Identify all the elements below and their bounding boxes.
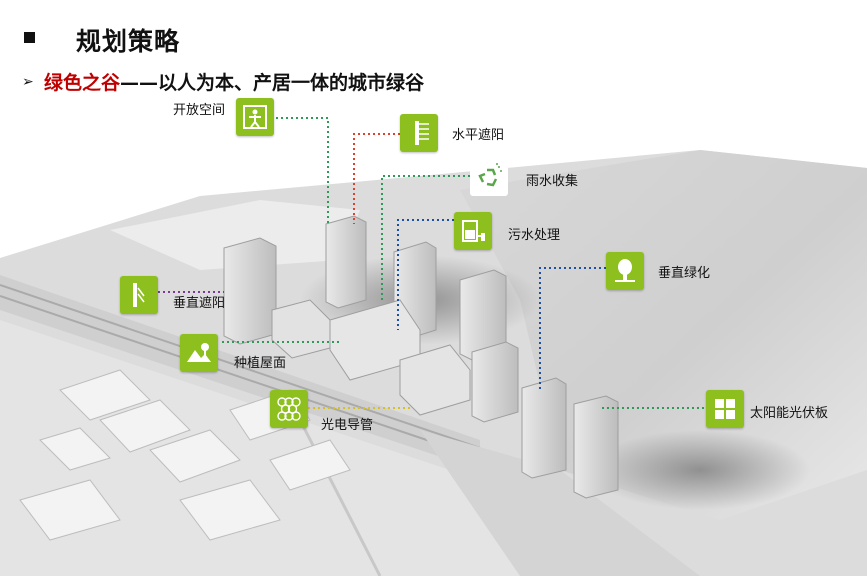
water-tank-icon	[454, 212, 492, 250]
page-title: 规划策略	[76, 27, 181, 56]
tree-icon	[606, 252, 644, 290]
horizontal-shading-label: 水平遮阳	[452, 128, 505, 143]
recycle-rain-icon	[470, 158, 508, 196]
title-bullet-square	[24, 32, 35, 43]
tower-cluster	[223, 215, 619, 499]
building-shadow	[590, 430, 810, 510]
open-space-leader	[276, 117, 329, 224]
rainwater-leader	[381, 175, 470, 300]
subtitle-arrow-icon: ➢	[22, 74, 34, 90]
horizontal-louver-icon	[400, 114, 438, 152]
subtitle-rest: ——以人为本、产居一体的城市绿谷	[120, 72, 425, 94]
tower	[223, 237, 277, 345]
tower	[325, 215, 367, 309]
vertical-greening-label: 垂直绿化	[658, 266, 711, 281]
tower	[521, 377, 567, 479]
vertical-greening-leader	[539, 267, 606, 390]
solar-pv-label: 太阳能光伏板	[750, 406, 829, 421]
page-subtitle: 绿色之谷——以人为本、产居一体的城市绿谷	[44, 68, 424, 95]
solar-panel-icon	[706, 390, 744, 428]
vertical-louver-icon	[120, 276, 158, 314]
tower	[573, 395, 619, 499]
leader-lines	[158, 117, 704, 409]
slide-header: 规划策略 ➢ 绿色之谷——以人为本、产居一体的城市绿谷	[0, 0, 867, 100]
rainwater-label: 雨水收集	[526, 174, 579, 189]
sewage-label: 污水处理	[508, 228, 561, 243]
hexagon-grid-icon	[270, 390, 308, 428]
vertical-shading-label: 垂直遮阳	[173, 296, 226, 311]
person-in-frame-icon	[236, 98, 274, 136]
mountain-tree-icon	[180, 334, 218, 372]
subtitle-accent: 绿色之谷	[44, 72, 121, 94]
left-mound	[110, 200, 360, 270]
podium	[399, 344, 471, 416]
horizontal-shading-leader	[353, 133, 400, 224]
planted-roof-label: 种植屋面	[234, 356, 287, 371]
tower	[471, 341, 519, 423]
light-guide-label: 光电导管	[321, 418, 374, 433]
open-space-label: 开放空间	[173, 103, 226, 118]
sewage-leader	[397, 219, 454, 330]
